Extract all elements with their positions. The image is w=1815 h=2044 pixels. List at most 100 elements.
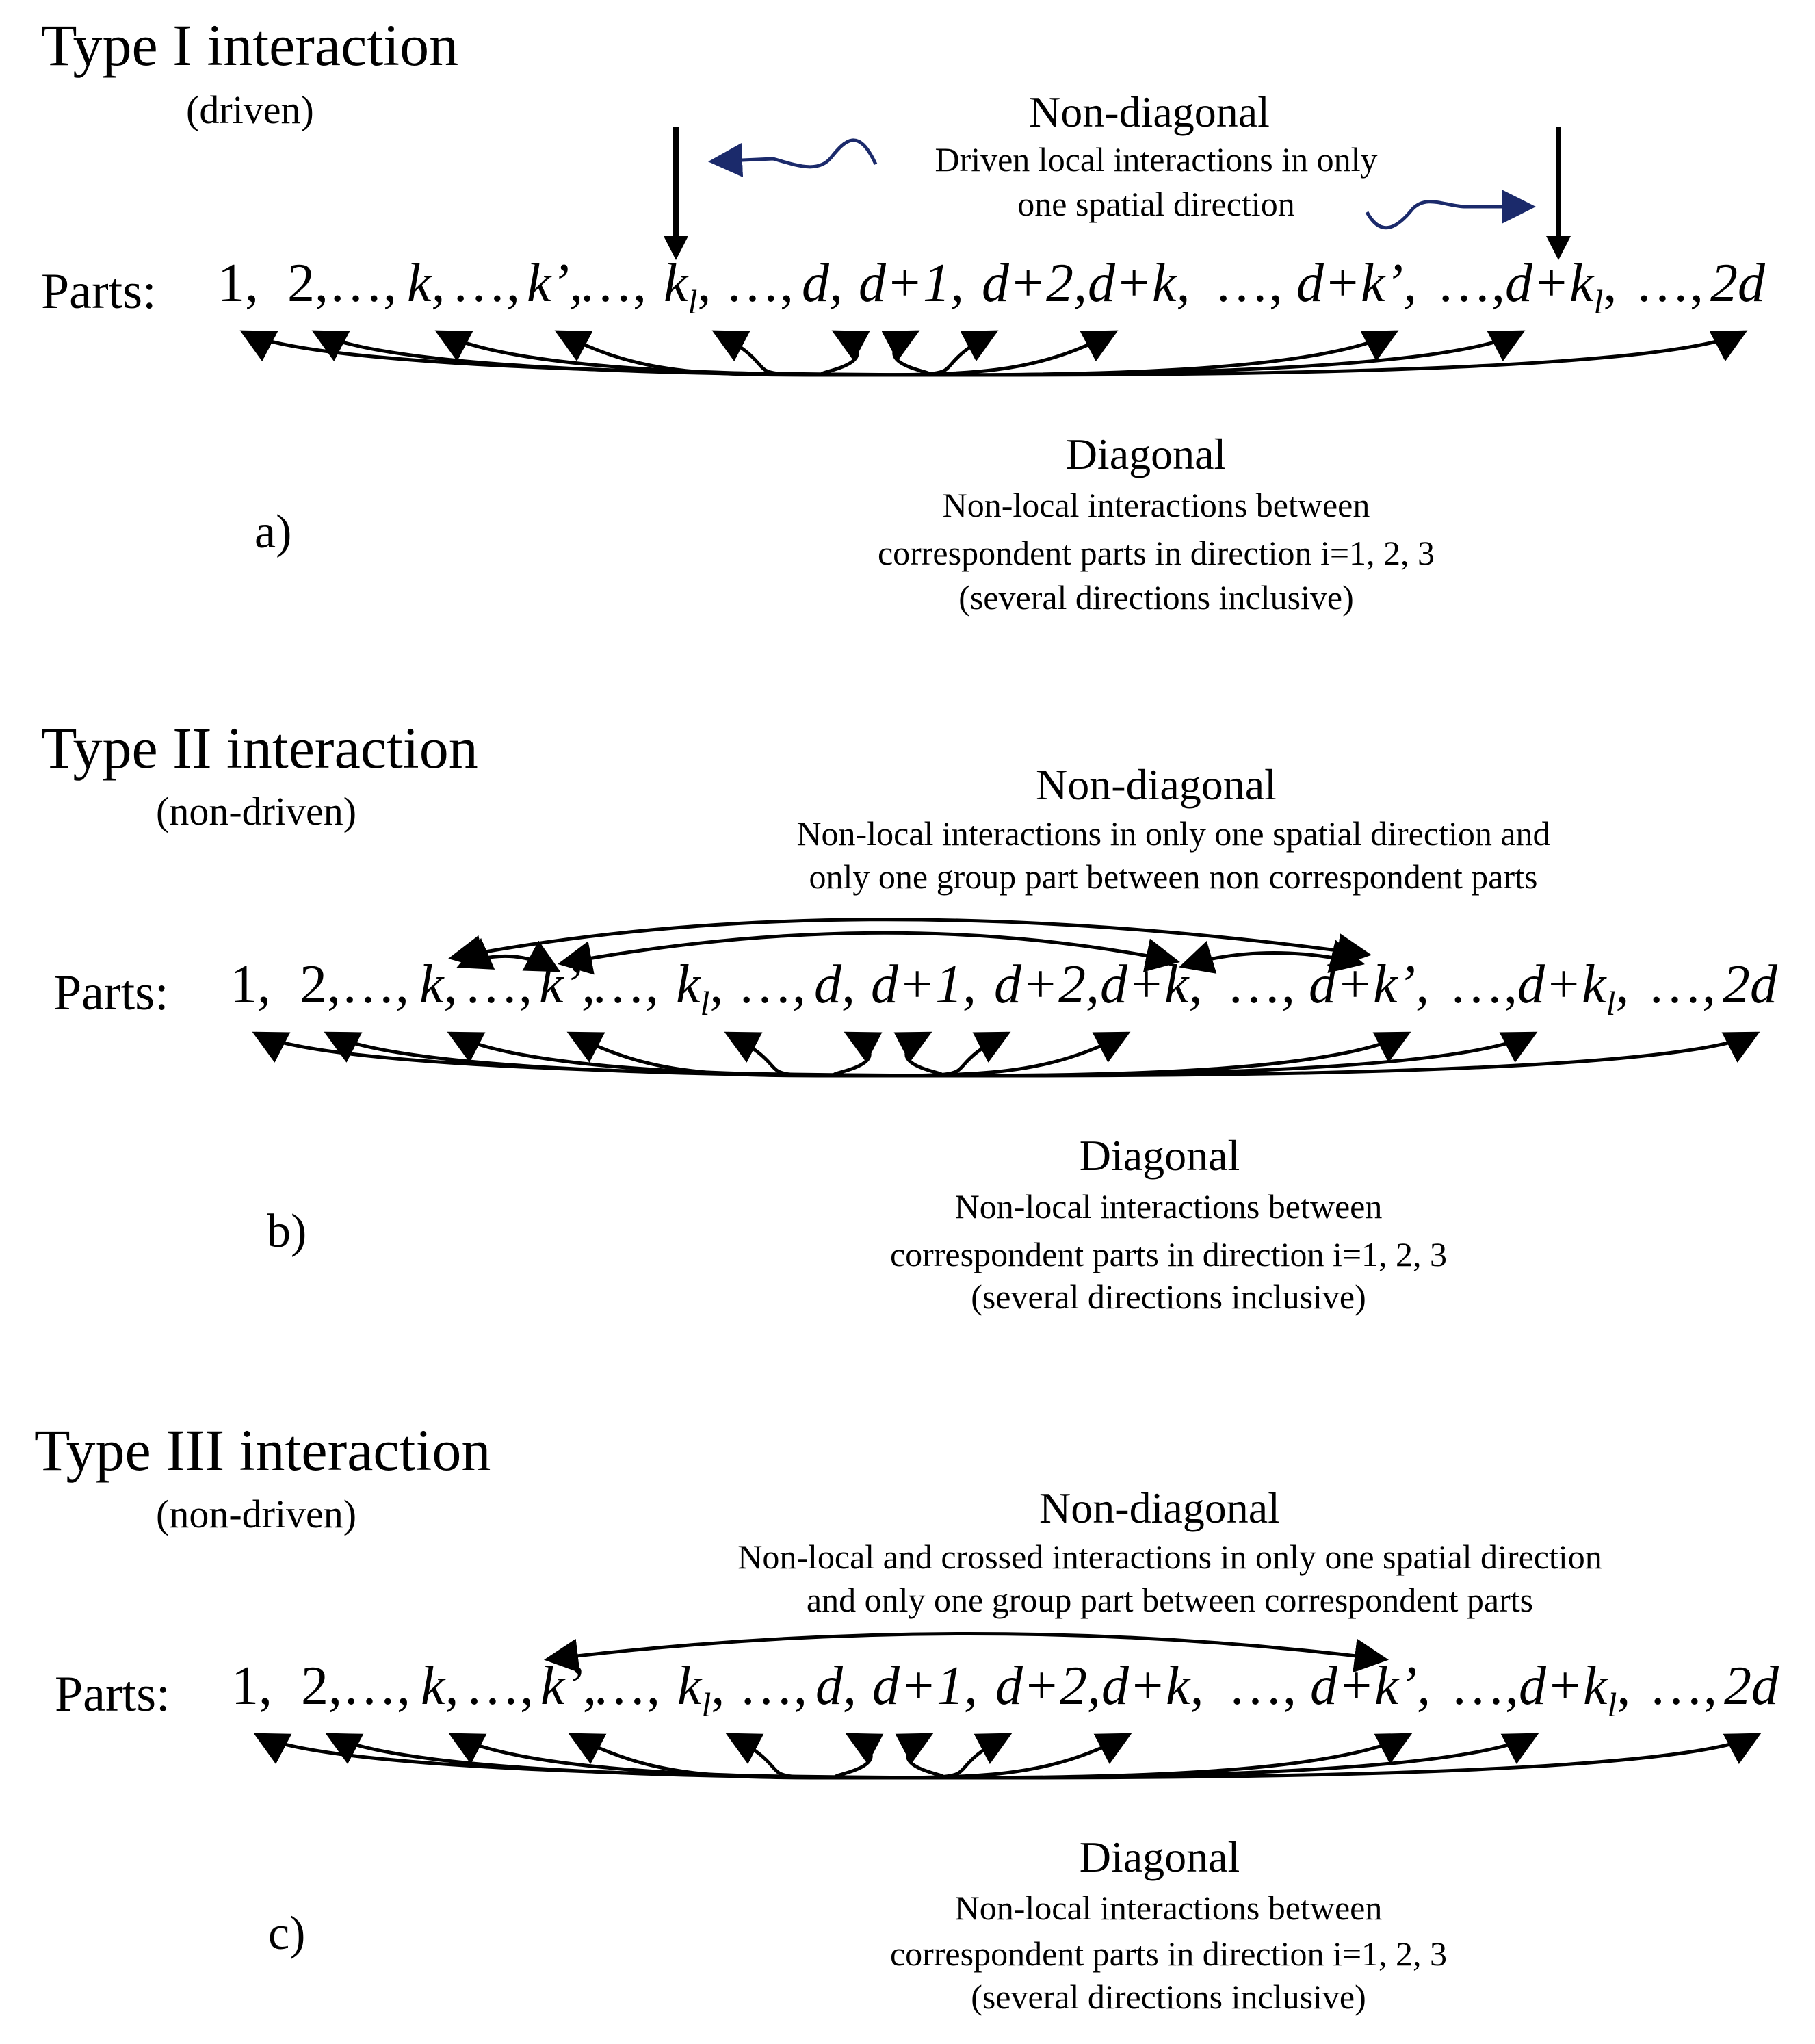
panel-a-lower-line-3: (several directions inclusive) — [958, 578, 1354, 617]
part-token: …, — [1214, 253, 1283, 313]
part-token: …, — [1635, 253, 1703, 313]
part-token: d, — [802, 253, 843, 313]
part-token: d+k, — [1100, 955, 1203, 1015]
panel-b-label: b) — [267, 1205, 306, 1258]
part-token: d+k, — [1088, 253, 1190, 313]
part-token: d+k’, — [1310, 1656, 1431, 1716]
part-token: d+1, — [871, 955, 976, 1015]
part-token: d+1, — [859, 253, 964, 313]
panel-b-parts-sequence: 1,2,…,k,…,k’,…,kl,…,d,d+1,d+2,d+k,…,d+k’… — [230, 955, 1778, 1022]
panel-c-parts-label: Parts: — [55, 1666, 170, 1722]
wavy-arrow-left — [708, 138, 878, 177]
part-token: d+2, — [995, 1656, 1101, 1716]
part-token: 2,…, — [287, 253, 397, 313]
wavy-arrow-right — [1365, 190, 1536, 230]
part-token: …, — [452, 253, 520, 313]
part-token: …, — [592, 1656, 660, 1716]
diagonal-arrow — [711, 330, 999, 377]
panel-c-upper-line-1: Non-local and crossed interactions in on… — [737, 1538, 1602, 1576]
panel-b-lower-line-1: Non-local interactions between — [955, 1187, 1383, 1226]
part-token: …, — [1227, 955, 1295, 1015]
panel-a-parts-label: Parts: — [41, 263, 157, 320]
panel-c-lower-heading: Diagonal — [1080, 1833, 1240, 1881]
panel-b-lower-line-2: correspondent parts in direction i=1, 2,… — [890, 1235, 1447, 1273]
part-token: 2,…, — [300, 955, 409, 1015]
part-token: d+k’, — [1309, 955, 1429, 1015]
part-token: d+2, — [994, 955, 1099, 1015]
panel-a-lower-line-2: correspondent parts in direction i=1, 2,… — [878, 534, 1435, 572]
part-token: 2,…, — [301, 1656, 410, 1716]
part-token: …, — [1449, 955, 1517, 1015]
part-token: …, — [1649, 1656, 1717, 1716]
panel-c-title: Type III interaction — [34, 1417, 491, 1483]
panel-b-upper-line-1: Non-local interactions in only one spati… — [796, 814, 1550, 853]
panel-c-parts-sequence: 1,2,…,k,…,k’,…,kl,…,d,d+1,d+2,d+k,…,d+k’… — [231, 1656, 1779, 1724]
diagonal-arrow — [834, 1733, 945, 1780]
part-token: …, — [1437, 253, 1505, 313]
panel-c-diagonal-arrows — [253, 1733, 1762, 1780]
part-token: k, — [421, 1656, 459, 1716]
part-token: d+2, — [982, 253, 1087, 313]
part-token: d+kl, — [1517, 955, 1629, 1022]
part-token: …, — [578, 253, 647, 313]
panel-b-upper-heading: Non-diagonal — [1036, 760, 1277, 809]
panel-a-label: a) — [254, 506, 291, 558]
panel-b-parts-label: Parts: — [53, 965, 169, 1021]
panel-c-lower-line-3: (several directions inclusive) — [971, 1978, 1366, 2016]
panel-b-diagonal-arrows — [252, 1031, 1760, 1078]
panel-b-lower-heading: Diagonal — [1080, 1131, 1240, 1180]
part-token: …, — [737, 955, 806, 1015]
panel-c: Type III interaction (non-driven) Non-di… — [34, 1417, 1779, 2016]
part-token: k’, — [527, 253, 583, 313]
diagonal-arrow — [724, 1031, 1011, 1078]
panel-a-upper-line-2: one spatial direction — [1017, 185, 1294, 223]
part-token: …, — [464, 955, 532, 1015]
part-token: 2d — [1723, 955, 1778, 1015]
part-token: kl, — [664, 253, 711, 321]
part-token: d+kl, — [1519, 1656, 1630, 1724]
panel-c-lower-line-1: Non-local interactions between — [955, 1889, 1383, 1927]
panel-a-lower-heading: Diagonal — [1066, 430, 1227, 478]
part-token: …, — [590, 955, 659, 1015]
part-token: k’, — [540, 1656, 597, 1716]
part-token: k, — [419, 955, 458, 1015]
drive-arrowhead-right — [1546, 236, 1571, 260]
drive-arrowhead-left — [664, 236, 688, 260]
panel-b: Type II interaction (non-driven) Non-dia… — [41, 715, 1778, 1316]
part-token: d, — [815, 1656, 857, 1716]
part-token: …, — [739, 1656, 807, 1716]
part-token: k’, — [539, 955, 595, 1015]
diagonal-arrow — [820, 330, 931, 377]
panel-c-upper-line-2: and only one group part between correspo… — [807, 1581, 1533, 1619]
panel-a-lower-line-1: Non-local interactions between — [943, 486, 1370, 524]
panel-b-lower-line-3: (several directions inclusive) — [971, 1278, 1366, 1316]
part-token: d, — [814, 955, 855, 1015]
panel-a-upper-heading: Non-diagonal — [1029, 88, 1270, 136]
part-token: d+1, — [872, 1656, 978, 1716]
panel-c-subtitle: (non-driven) — [156, 1492, 356, 1536]
panel-c-crossed-arrow — [544, 1632, 1389, 1673]
part-token: 1, — [230, 955, 271, 1015]
part-token: 1, — [231, 1656, 272, 1716]
panel-a: Type I interaction (driven) Non-diagonal… — [41, 12, 1766, 617]
panel-a-upper-line-1: Driven local interactions in only — [935, 140, 1377, 179]
part-token: 1, — [218, 253, 259, 313]
diagonal-arrow — [833, 1031, 943, 1078]
part-token: 2d — [1724, 1656, 1779, 1716]
panel-c-upper-heading: Non-diagonal — [1039, 1484, 1280, 1532]
panel-b-subtitle: (non-driven) — [156, 789, 356, 833]
part-token: d+kl, — [1505, 253, 1617, 321]
part-token: kl, — [677, 1656, 724, 1724]
part-token: …, — [725, 253, 794, 313]
panel-a-parts-sequence: 1,2,…,k,…,k’,…,kl,…,d,d+1,d+2,d+k,…,d+k’… — [218, 253, 1766, 321]
part-token: …, — [1647, 955, 1716, 1015]
part-token: d+k’, — [1296, 253, 1417, 313]
part-token: …, — [1450, 1656, 1519, 1716]
part-token: …, — [1228, 1656, 1296, 1716]
part-token: …, — [465, 1656, 534, 1716]
part-token: d+k, — [1101, 1656, 1204, 1716]
diagonal-arrow — [725, 1733, 1013, 1780]
panel-b-title: Type II interaction — [41, 715, 478, 781]
part-token: kl, — [676, 955, 723, 1022]
